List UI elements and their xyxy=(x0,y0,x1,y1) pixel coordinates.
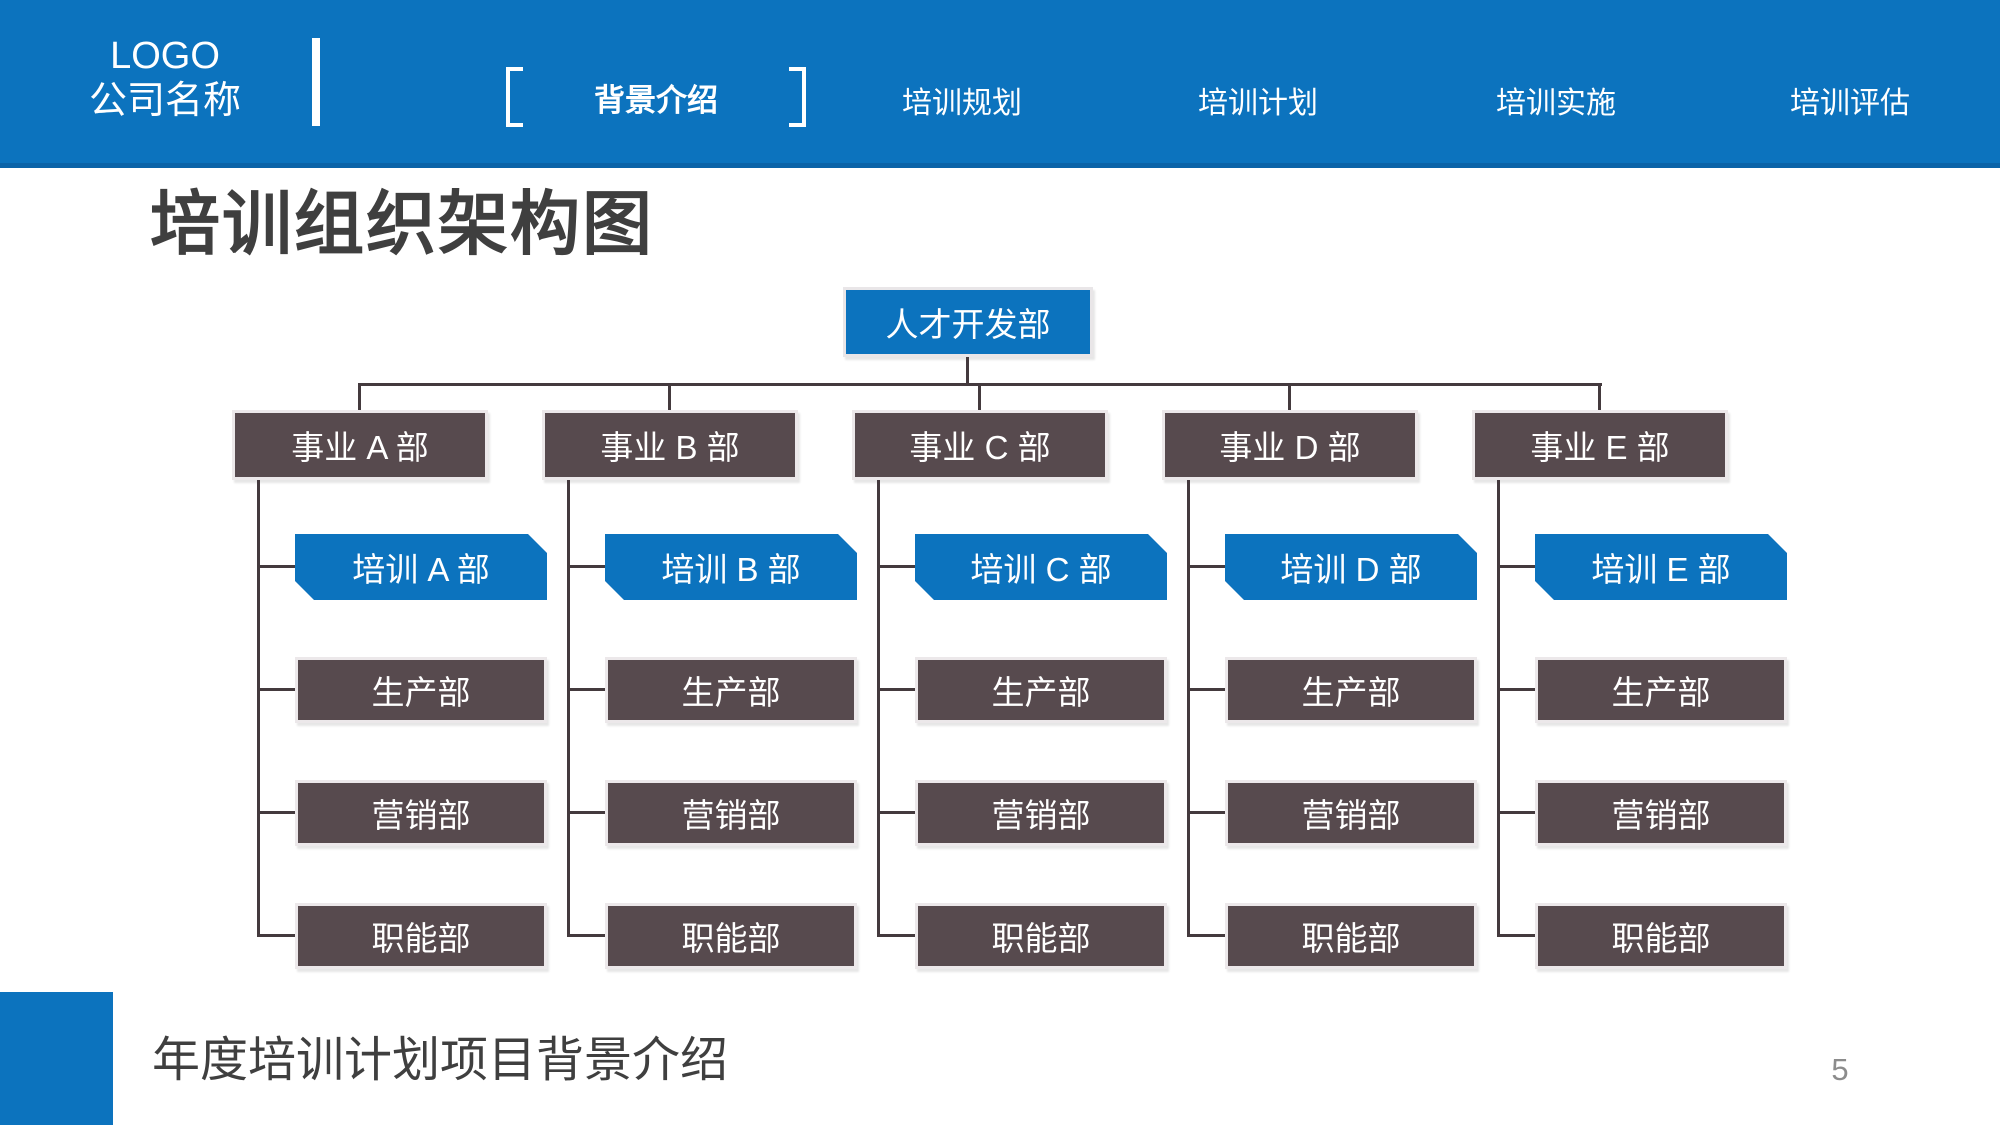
connector xyxy=(567,934,607,937)
nav-tab-training-evaluation[interactable]: 培训评估 xyxy=(1790,87,1910,120)
org-training-box: 培训 D 部 xyxy=(1225,534,1477,600)
connector xyxy=(567,688,607,691)
page-number: 5 xyxy=(1831,1052,1849,1087)
org-dept-box: 职能部 xyxy=(295,903,547,969)
org-column-c: 事业 C 部 培训 C 部 生产部 营销部 职能部 xyxy=(852,383,1167,969)
connector xyxy=(1598,383,1601,411)
org-division-box: 事业 C 部 xyxy=(852,410,1108,480)
connector xyxy=(877,934,917,937)
connector xyxy=(257,688,297,691)
connector xyxy=(1187,934,1227,937)
org-training-box: 培训 B 部 xyxy=(605,534,857,600)
org-dept-box: 生产部 xyxy=(295,657,547,723)
org-dept-box: 营销部 xyxy=(1225,780,1477,846)
connector xyxy=(257,480,260,937)
connector xyxy=(877,688,917,691)
nav-tab-training-implement[interactable]: 培训实施 xyxy=(1496,87,1616,120)
bracket-right-icon xyxy=(789,67,806,127)
connector xyxy=(1497,565,1537,568)
org-training-box: 培训 A 部 xyxy=(295,534,547,600)
connector xyxy=(877,811,917,814)
org-dept-box: 职能部 xyxy=(915,903,1167,969)
connector xyxy=(1187,688,1227,691)
connector xyxy=(1497,934,1537,937)
connector xyxy=(257,934,297,937)
connector xyxy=(978,383,981,411)
org-column-b: 事业 B 部 培训 B 部 生产部 营销部 职能部 xyxy=(542,383,857,969)
org-dept-box: 生产部 xyxy=(1225,657,1477,723)
org-division-box: 事业 B 部 xyxy=(542,410,798,480)
connector xyxy=(567,811,607,814)
org-dept-box: 营销部 xyxy=(605,780,857,846)
connector xyxy=(257,811,297,814)
org-dept-box: 营销部 xyxy=(915,780,1167,846)
org-dept-box: 生产部 xyxy=(915,657,1167,723)
nav-tab-training-planning[interactable]: 培训规划 xyxy=(902,87,1022,120)
org-chart: 人才开发部 事业 A 部 培训 A 部 生产部 营销部 职能部 事业 B 部 xyxy=(232,287,1787,969)
connector xyxy=(1288,383,1291,411)
org-column-a: 事业 A 部 培训 A 部 生产部 营销部 职能部 xyxy=(232,383,547,969)
org-division-box: 事业 D 部 xyxy=(1162,410,1418,480)
logo-text: LOGO xyxy=(110,35,220,77)
org-division-box: 事业 E 部 xyxy=(1472,410,1728,480)
nav-active-label: 背景介绍 xyxy=(594,82,718,118)
connector xyxy=(668,383,671,411)
org-dept-box: 生产部 xyxy=(1535,657,1787,723)
connector xyxy=(567,565,607,568)
org-column-e: 事业 E 部 培训 E 部 生产部 营销部 职能部 xyxy=(1472,383,1787,969)
org-dept-box: 职能部 xyxy=(1225,903,1477,969)
connector xyxy=(1497,480,1500,937)
org-dept-box: 职能部 xyxy=(605,903,857,969)
connector xyxy=(358,383,361,411)
connector xyxy=(257,565,297,568)
connector xyxy=(1187,565,1227,568)
connector xyxy=(1497,811,1537,814)
page-title: 培训组织架构图 xyxy=(150,185,654,263)
nav-tab-training-plan[interactable]: 培训计划 xyxy=(1198,87,1318,120)
connector xyxy=(1187,811,1227,814)
connector xyxy=(1497,688,1537,691)
org-division-box: 事业 A 部 xyxy=(232,410,488,480)
bracket-left-icon xyxy=(506,67,523,127)
footer-caption: 年度培训计划项目背景介绍 xyxy=(152,1034,729,1087)
org-root-box: 人才开发部 xyxy=(843,287,1093,357)
nav-tab-background-intro[interactable]: 背景介绍 xyxy=(506,66,806,128)
connector xyxy=(877,565,917,568)
footer-accent-square xyxy=(0,992,113,1125)
org-training-box: 培训 C 部 xyxy=(915,534,1167,600)
org-dept-box: 营销部 xyxy=(295,780,547,846)
org-dept-box: 营销部 xyxy=(1535,780,1787,846)
connector xyxy=(567,480,570,937)
connector xyxy=(966,357,969,384)
org-dept-box: 职能部 xyxy=(1535,903,1787,969)
logo-divider xyxy=(312,38,320,126)
connector xyxy=(877,480,880,937)
logo: LOGO 公司名称 xyxy=(55,34,275,124)
org-training-box: 培训 E 部 xyxy=(1535,534,1787,600)
company-name: 公司名称 xyxy=(88,80,241,122)
header-bar: LOGO 公司名称 背景介绍 培训规划 培训计划 培训实施 培训评估 xyxy=(0,0,2000,168)
org-dept-box: 生产部 xyxy=(605,657,857,723)
org-column-d: 事业 D 部 培训 D 部 生产部 营销部 职能部 xyxy=(1162,383,1477,969)
connector xyxy=(1187,480,1190,937)
